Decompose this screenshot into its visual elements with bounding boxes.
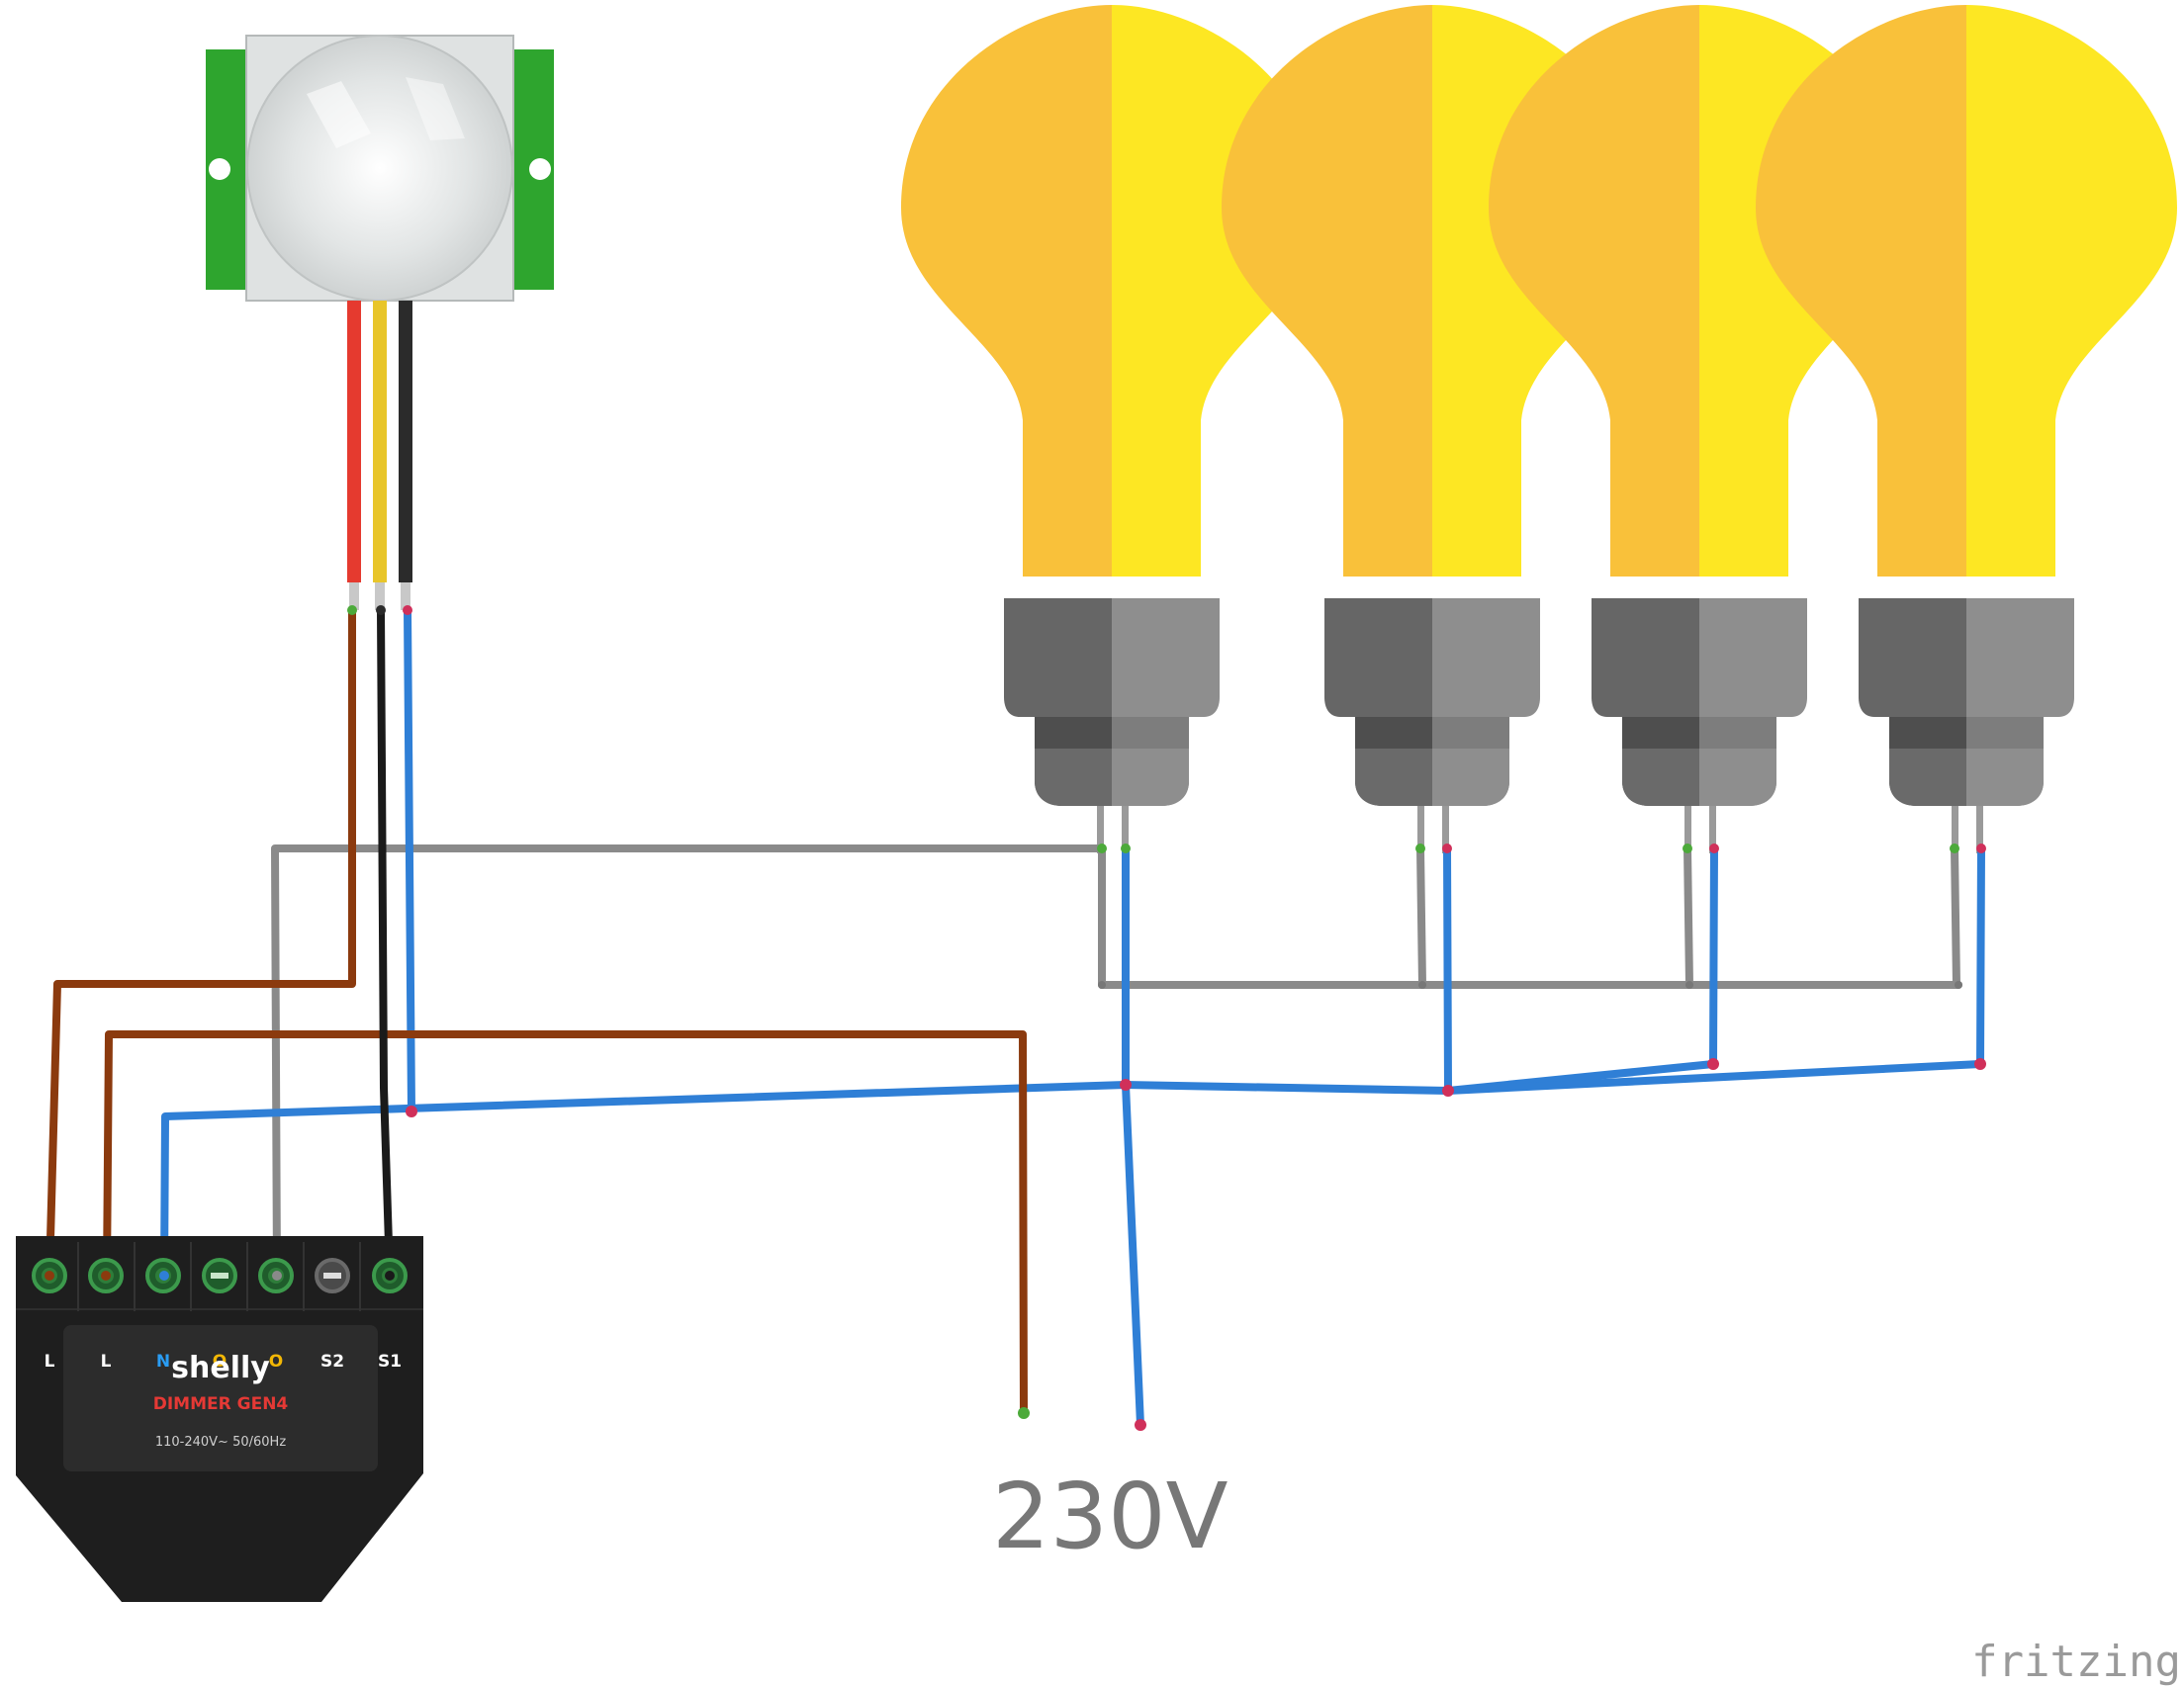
pir-lead-black — [399, 301, 412, 582]
dome-highlight — [406, 77, 465, 140]
mounting-hole — [529, 158, 551, 180]
live-wire — [46, 606, 1028, 1417]
dome-highlight — [307, 81, 371, 148]
terminal-label: S1 — [378, 1352, 402, 1372]
terminal-screw-s2 — [315, 1258, 350, 1293]
pir-motion-sensor — [206, 35, 554, 610]
terminal-label: S2 — [320, 1352, 344, 1372]
mounting-hole — [209, 158, 230, 180]
switched-output-wire — [271, 844, 1962, 1280]
pir-lead-red — [347, 301, 361, 582]
pir-dome — [246, 35, 513, 302]
terminal-label: N — [156, 1352, 170, 1372]
dimmer-label-panel — [63, 1325, 378, 1471]
terminal-dividers — [77, 1242, 361, 1311]
wire-joints — [347, 605, 1986, 1431]
shelly-dimmer-module: L L N O O S2 S1 shelly DIMMER GEN4 110-2… — [16, 1236, 423, 1602]
voltage-rating: 110-240V~ 50/60Hz — [155, 1435, 286, 1450]
terminal-screw-o1 — [202, 1258, 237, 1293]
light-bulb-4 — [1756, 5, 2177, 853]
terminal-wire-ends — [45, 1271, 395, 1281]
fritzing-watermark: fritzing — [1971, 1637, 2181, 1687]
brand-logo: shelly — [171, 1351, 270, 1385]
model-name: DIMMER GEN4 — [153, 1394, 289, 1414]
terminal-label: L — [101, 1352, 112, 1372]
terminal-label: L — [45, 1352, 55, 1372]
terminal-label: O — [213, 1352, 227, 1372]
signal-wire — [377, 606, 394, 1280]
pir-lead-yellow — [373, 301, 387, 582]
supply-voltage-label: 230V — [992, 1464, 1228, 1569]
terminal-label: O — [269, 1352, 283, 1372]
